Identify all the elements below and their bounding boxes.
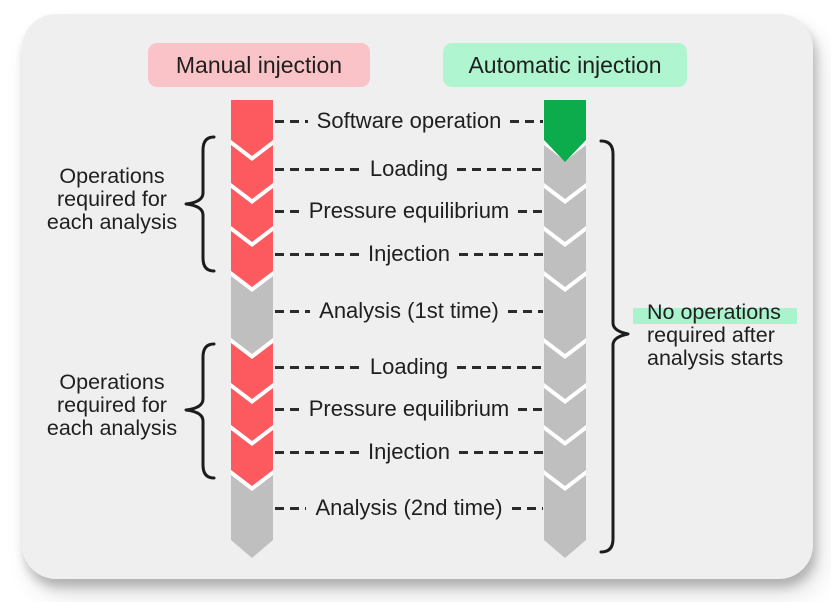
dash-line-left: [275, 252, 360, 256]
annotation-line-3: analysis starts: [647, 346, 784, 370]
dash-line-left: [275, 209, 300, 213]
step-row-analysis-2nd: Analysis (2nd time): [275, 495, 544, 520]
step-label: Pressure equilibrium: [308, 396, 510, 421]
annotation-no-operations: No operations required after analysis st…: [633, 300, 797, 370]
manual-injection-label: Manual injection: [175, 51, 343, 78]
dash-line-right: [458, 252, 544, 256]
annotation-line-2: required after: [647, 323, 775, 347]
dash-line-right: [507, 309, 543, 313]
automatic-chevron-column: [542, 100, 588, 560]
step-label: Pressure equilibrium: [308, 198, 510, 223]
step-label: Analysis (2nd time): [315, 495, 503, 520]
manual-injection-badge: Manual injection: [148, 43, 370, 87]
dash-line-right: [457, 365, 543, 369]
annotation-line-1: No operations: [647, 300, 781, 324]
dash-line-left: [275, 365, 361, 369]
step-row-analysis-1st: Analysis (1st time): [275, 299, 543, 323]
step-row-loading-2: Loading: [275, 355, 543, 379]
step-label: Injection: [368, 439, 450, 464]
step-label: Software operation: [316, 108, 502, 133]
step-row-loading-1: Loading: [275, 157, 543, 181]
annotation-operations-required-2: Operations required for each analysis: [46, 370, 178, 440]
diagram-panel: [22, 14, 813, 579]
step-label: Loading: [369, 354, 449, 379]
step-row-pressure-equilibrium-2: Pressure equilibrium: [275, 397, 543, 421]
step-row-injection-1: Injection: [275, 241, 544, 266]
dash-line-left: [275, 506, 307, 510]
dash-line-right: [518, 407, 543, 411]
dash-line-right: [458, 450, 544, 454]
step-row-software-operation: Software operation: [275, 108, 544, 133]
dash-line-left: [275, 309, 311, 313]
step-row-pressure-equilibrium-1: Pressure equilibrium: [275, 199, 543, 223]
step-row-injection-2: Injection: [275, 439, 544, 464]
step-label: Injection: [368, 241, 450, 266]
dash-line-right: [518, 209, 543, 213]
dash-line-right: [510, 119, 544, 123]
step-label: Loading: [369, 156, 449, 181]
automatic-injection-badge: Automatic injection: [443, 43, 687, 87]
dash-line-left: [275, 167, 361, 171]
dash-line-left: [275, 407, 300, 411]
text-highlight-bar: [633, 308, 797, 324]
dash-line-right: [457, 167, 543, 171]
step-label: Analysis (1st time): [319, 298, 499, 323]
dash-line-right: [511, 506, 544, 510]
manual-chevron-column: [229, 100, 275, 560]
dash-line-left: [275, 450, 360, 454]
automatic-injection-label: Automatic injection: [468, 51, 662, 78]
dash-line-left: [275, 119, 308, 123]
annotation-operations-required-1: Operations required for each analysis: [46, 164, 178, 234]
